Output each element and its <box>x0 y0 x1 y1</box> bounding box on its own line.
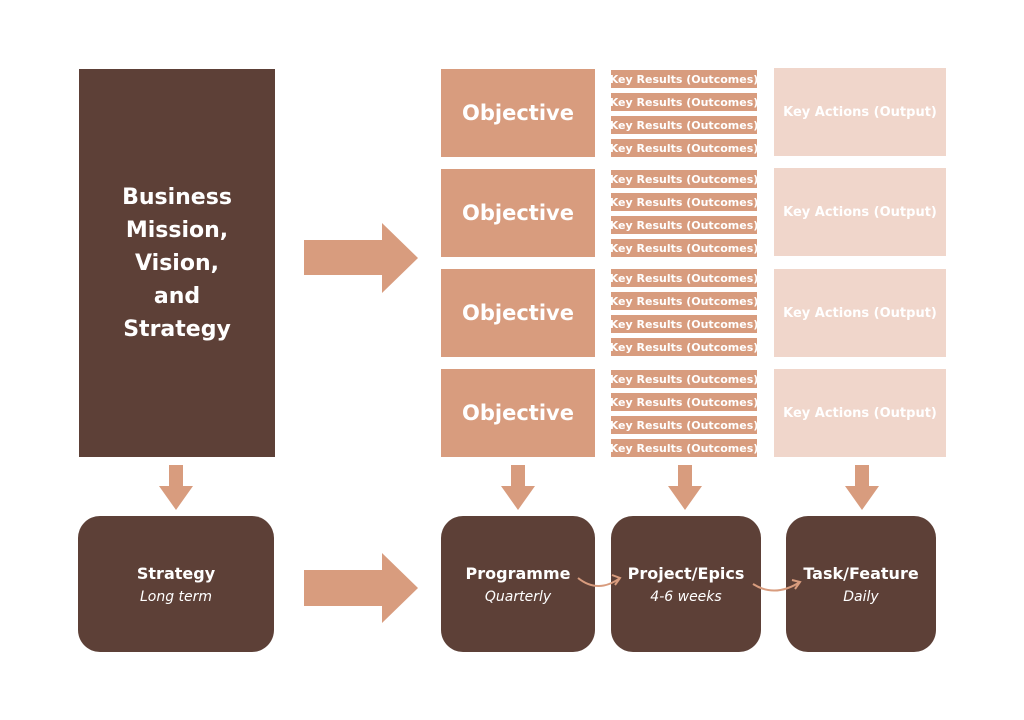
key-result-1-2: Key Results (Outcomes) <box>610 93 758 111</box>
key-actions-3: Key Actions (Output) <box>774 269 946 357</box>
arrow-down-icon <box>159 465 193 510</box>
key-result-2-4: Key Results (Outcomes) <box>610 239 758 257</box>
strategy-title: Strategy <box>136 563 216 583</box>
objective-3: Objective <box>441 269 595 357</box>
key-result-3-1: Key Results (Outcomes) <box>610 269 758 287</box>
key-actions-2: Key Actions (Output) <box>774 168 946 256</box>
arrow-right-icon <box>304 553 418 623</box>
task-subtitle: Daily <box>843 588 879 605</box>
key-result-4-3: Key Results (Outcomes) <box>610 416 758 434</box>
business-mission-label: Business Mission, Vision, and Strategy <box>122 184 232 342</box>
strategy-subtitle: Long term <box>139 588 213 605</box>
programme-subtitle: Quarterly <box>484 588 552 605</box>
key-result-3-2: Key Results (Outcomes) <box>610 292 758 310</box>
objective-4: Objective <box>441 369 595 457</box>
key-result-4-2: Key Results (Outcomes) <box>610 393 758 411</box>
arrow-right-icon <box>304 223 418 293</box>
key-result-1-1: Key Results (Outcomes) <box>610 70 758 88</box>
arrow-down-icon <box>845 465 879 510</box>
key-result-1-4: Key Results (Outcomes) <box>610 139 758 157</box>
key-result-4-4: Key Results (Outcomes) <box>610 439 758 457</box>
task-title: Task/Feature <box>803 563 919 583</box>
objective-1: Objective <box>441 69 595 157</box>
business-mission-block: Business Mission, Vision, and Strategy <box>79 69 275 457</box>
strategy-card: Strategy Long term <box>78 516 274 652</box>
key-result-4-1: Key Results (Outcomes) <box>610 370 758 388</box>
key-result-1-3: Key Results (Outcomes) <box>610 116 758 134</box>
arrow-down-icon <box>501 465 535 510</box>
project-subtitle: 4-6 weeks <box>650 588 722 605</box>
objective-2: Objective <box>441 169 595 257</box>
key-result-3-3: Key Results (Outcomes) <box>610 315 758 333</box>
programme-title: Programme <box>465 563 571 583</box>
arrow-down-icon <box>668 465 702 510</box>
project-title: Project/Epics <box>627 563 745 583</box>
key-result-3-4: Key Results (Outcomes) <box>610 338 758 356</box>
key-actions-1: Key Actions (Output) <box>774 68 946 156</box>
programme-card: Programme Quarterly <box>441 516 595 652</box>
key-actions-4: Key Actions (Output) <box>774 369 946 457</box>
project-card: Project/Epics 4-6 weeks <box>611 516 761 652</box>
key-result-2-1: Key Results (Outcomes) <box>610 170 758 188</box>
key-result-2-2: Key Results (Outcomes) <box>610 193 758 211</box>
task-card: Task/Feature Daily <box>786 516 936 652</box>
key-result-2-3: Key Results (Outcomes) <box>610 216 758 234</box>
